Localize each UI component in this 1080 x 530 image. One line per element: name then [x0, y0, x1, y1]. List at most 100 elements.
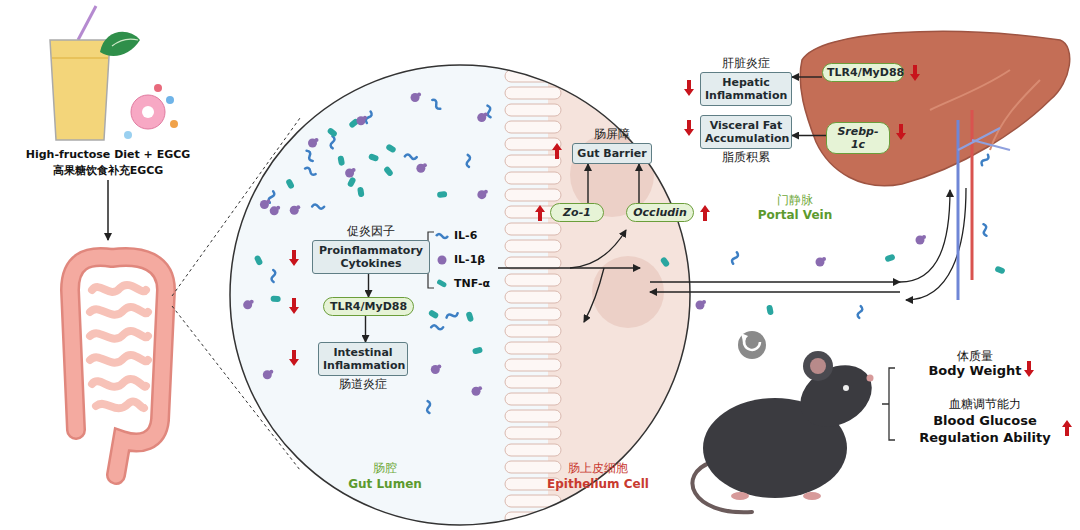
box-text: Occludin — [631, 206, 689, 219]
box-text: Intestinal Inflammation — [323, 346, 403, 372]
bacterium — [266, 199, 270, 203]
text-label: 血糖调节能力 — [949, 396, 1021, 413]
box-text: TLR4/MyD88 — [328, 300, 409, 313]
villus — [505, 189, 561, 201]
text-label: 肠上皮细胞 — [568, 460, 628, 477]
bacterium — [312, 204, 324, 208]
bacterium — [270, 295, 280, 302]
villus — [505, 461, 561, 473]
bacterium — [315, 138, 319, 142]
bacterium — [994, 265, 1005, 274]
bacterium — [884, 254, 895, 263]
villus — [505, 342, 561, 354]
box-heading: 肝脏炎症 — [722, 57, 770, 70]
box-text: Visceral Fat Accumulation — [705, 119, 787, 145]
text-label: Body Weight — [928, 363, 1021, 378]
bacterium — [368, 153, 379, 162]
drink-icon — [50, 6, 178, 140]
villus — [505, 427, 561, 439]
villus — [505, 274, 561, 286]
bacterium — [431, 99, 442, 111]
bacterium — [330, 136, 334, 148]
bacterium — [766, 305, 774, 316]
bacterium — [405, 154, 417, 159]
villus — [505, 325, 561, 337]
text-label: IL-6 — [454, 229, 477, 242]
villus — [505, 308, 561, 320]
barrier-box: 肠屏障Gut Barrier — [572, 143, 652, 164]
connector-arrow — [792, 135, 826, 136]
bacterium — [822, 257, 826, 261]
bacterium — [428, 309, 440, 319]
text-label: Gut Lumen — [348, 477, 422, 491]
outcome-box: Visceral Fat Accumulation脂质积累 — [700, 115, 792, 149]
bacterium — [437, 191, 448, 198]
bacterium — [731, 252, 739, 265]
mouse-icon — [692, 351, 882, 512]
villus — [505, 359, 561, 371]
text-label: 肠腔 — [373, 460, 397, 477]
villus — [505, 257, 561, 269]
bacterium — [417, 92, 421, 96]
pathway-pill: TLR4/MyD88 — [822, 63, 904, 82]
connector-arrow — [365, 316, 366, 342]
bacterium — [254, 254, 264, 266]
connector-arrow — [638, 164, 639, 203]
text-label: Portal Vein — [758, 208, 833, 222]
villus — [505, 121, 561, 133]
bacterium — [269, 370, 273, 374]
box-heading: 脂质积累 — [722, 151, 770, 164]
connector-arrow — [587, 164, 588, 203]
cytokine-icon — [438, 256, 447, 265]
transport-arrows — [498, 188, 966, 322]
villus — [505, 87, 561, 99]
gene-pill: Zo-1 — [550, 203, 604, 222]
zoom-view — [220, 60, 708, 530]
bacterium — [466, 155, 471, 167]
liver-icon — [800, 31, 1070, 300]
cytokine-icon — [436, 234, 448, 238]
box-text: Srebp-1c — [831, 125, 885, 151]
box-heading: 肠道炎症 — [339, 378, 387, 391]
bacterium — [702, 300, 706, 304]
bacterium — [305, 150, 315, 162]
bacterium — [660, 256, 671, 268]
bacterium — [383, 166, 394, 178]
bacterium — [337, 155, 345, 166]
bacterium — [285, 178, 295, 190]
text-label: TNF-α — [454, 277, 490, 290]
outcome-box: 肝脏炎症Hepatic Inflammation — [700, 72, 792, 106]
zoom-circle — [230, 65, 690, 525]
box-text: TLR4/MyD88 — [827, 66, 899, 79]
bacterium — [363, 116, 367, 120]
villus — [505, 410, 561, 422]
text-label: 体质量 — [957, 348, 993, 365]
bacterium — [426, 401, 432, 413]
bacterium — [271, 270, 275, 282]
villus — [505, 291, 561, 303]
text-label: High-fructose Diet + EGCG — [26, 148, 191, 161]
villus — [505, 223, 561, 235]
bacterium — [352, 168, 356, 172]
outcome-box: Intestinal Inflammation肠道炎症 — [318, 342, 408, 376]
cytokine-icon — [436, 279, 447, 288]
box-text: Zo-1 — [555, 206, 599, 219]
text-label: Blood Glucose Regulation Ability — [910, 412, 1060, 446]
pathway-pill: TLR4/MyD88 — [323, 297, 414, 316]
text-label: 门静脉 — [777, 192, 813, 209]
box-text: Hepatic Inflammation — [705, 76, 787, 102]
gene-pill: Occludin — [626, 203, 694, 222]
bracket — [882, 368, 895, 440]
bacterium — [431, 325, 443, 329]
text-label: Epithelium Cell — [547, 477, 649, 491]
villus — [505, 444, 561, 456]
box-text: Gut Barrier — [577, 147, 647, 160]
bacterium — [326, 127, 338, 138]
bacterium — [472, 347, 483, 355]
cytokine-box: 促炎因子Proinflammatory Cytokines — [312, 240, 430, 274]
villus — [505, 104, 561, 116]
bacterium — [423, 163, 427, 167]
bacterium — [478, 386, 482, 390]
text-label: IL-1β — [454, 253, 485, 266]
